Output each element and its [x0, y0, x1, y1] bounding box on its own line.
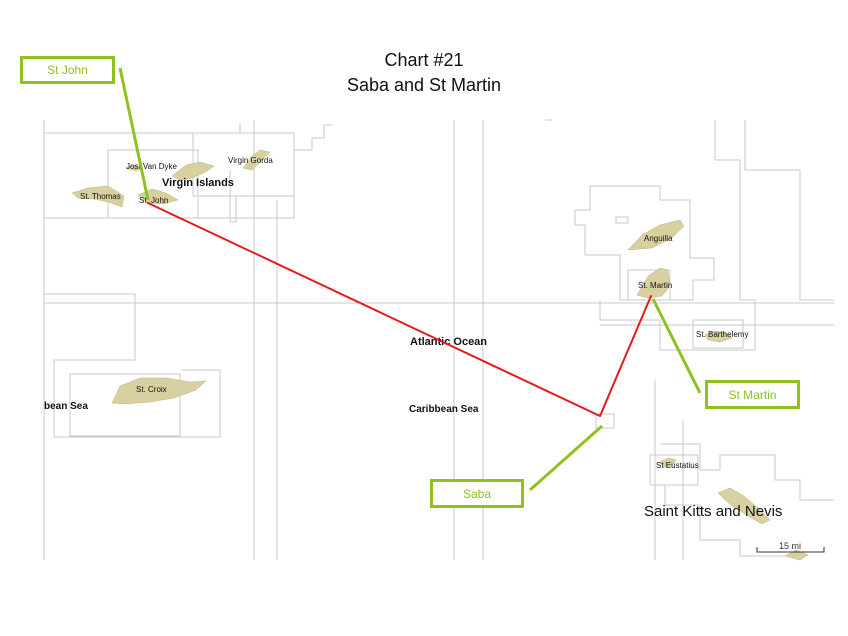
- label-st-john: St. John: [139, 196, 168, 205]
- chart-boundary: [615, 216, 629, 224]
- chart-boundary: [599, 299, 756, 351]
- label-virgin-islands: Virgin Islands: [162, 177, 234, 189]
- callout-st-john: St John: [20, 56, 115, 84]
- chart-boundary: [692, 319, 744, 349]
- label-saint-kitts-nevis: Saint Kitts and Nevis: [644, 503, 782, 520]
- virgin-gorda-island: [242, 149, 271, 171]
- chart-boundary: [43, 132, 295, 219]
- chart-boundary: [69, 373, 181, 437]
- st-croix-island: [111, 377, 207, 405]
- leader-line-saba: [529, 424, 603, 492]
- st-kitts-island: [717, 487, 771, 525]
- chart-title-line1: Chart #21: [384, 50, 464, 70]
- anguilla-island: [627, 219, 685, 251]
- chart-boundary: [649, 454, 699, 486]
- label-virgin-gorda: Virgin Gorda: [228, 156, 273, 165]
- chart-boundary: [107, 149, 199, 219]
- label-jost-van-dyke: Jost Van Dyke: [126, 162, 178, 171]
- label-st-thomas: St. Thomas: [80, 192, 121, 201]
- callout-st-martin: St Martin: [705, 380, 800, 409]
- chart-boundary: [229, 170, 237, 223]
- chart-boundary: [660, 443, 834, 501]
- leader-line-st-john: [118, 67, 150, 201]
- chart-boundary: [664, 485, 800, 557]
- st-eustatius-island: [659, 457, 677, 468]
- label-st-eustatius: St Eustatius: [656, 461, 699, 470]
- label-caribbean-sea: Caribbean Sea: [409, 404, 479, 415]
- chart-boundary: [574, 185, 715, 301]
- label-st-croix: St. Croix: [136, 385, 167, 394]
- chart-boundary: [595, 413, 615, 429]
- leader-line-st-martin: [651, 298, 702, 394]
- chart-boundary: [239, 123, 332, 151]
- chart-boundary: [44, 293, 221, 438]
- label-atlantic-ocean: Atlantic Ocean: [410, 336, 487, 348]
- st-thomas-island: [71, 185, 125, 208]
- route-st-john-to-saba: [147, 202, 601, 417]
- chart-boundary: [714, 120, 834, 301]
- label-anguilla: Anguilla: [644, 234, 673, 243]
- label-caribbean-sea-partial: bean Sea: [44, 401, 88, 412]
- scale-label: 15 mi: [779, 541, 802, 551]
- callout-saba: Saba: [430, 479, 524, 508]
- tortola-island: [171, 161, 215, 181]
- label-st-barthelemy: St. Barthelemy: [696, 330, 748, 339]
- label-st-martin: St. Martin: [638, 281, 672, 290]
- st-barthelemy-island: [704, 330, 733, 343]
- scale-bar: [756, 547, 825, 553]
- chart-title-line2: Saba and St Martin: [346, 75, 502, 95]
- route-saba-to-st-martin: [599, 295, 652, 417]
